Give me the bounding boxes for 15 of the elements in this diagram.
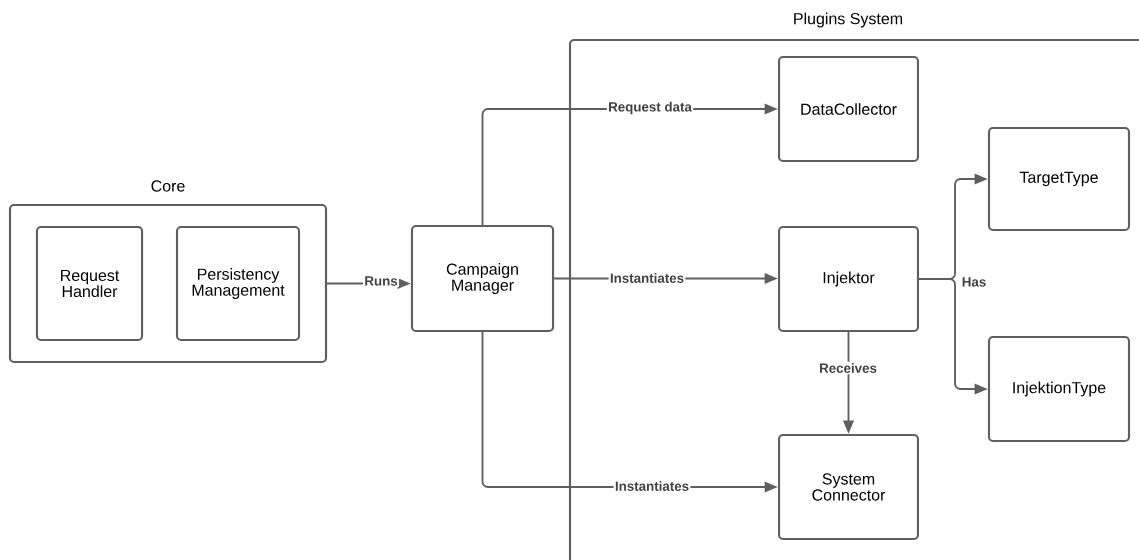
edge-label: Instantiates bbox=[608, 271, 686, 285]
edge-label: Receives bbox=[817, 361, 879, 375]
edge-label: Has bbox=[962, 277, 986, 287]
process-box: Persistency Management bbox=[175, 225, 301, 342]
edge-label: Runs bbox=[363, 275, 399, 287]
process-box: Request Handler bbox=[35, 225, 144, 342]
node-label: Core bbox=[151, 180, 185, 192]
process-box: TargetType bbox=[987, 126, 1131, 232]
process-box: InjektionType bbox=[987, 335, 1131, 443]
edge-label: Request data bbox=[606, 100, 694, 116]
process-box: System Connector bbox=[777, 433, 920, 541]
process-box: Injektor bbox=[777, 225, 920, 333]
process-box: DataCollector bbox=[777, 55, 920, 163]
process-box: Campaign Manager bbox=[410, 224, 555, 333]
edge-label: Instantiates bbox=[613, 479, 691, 493]
